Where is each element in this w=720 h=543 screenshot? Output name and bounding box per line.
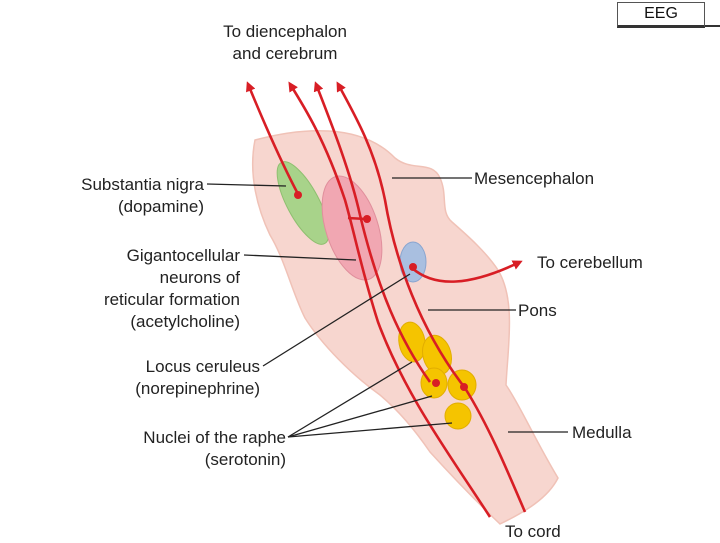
- top-label-line: To diencephalon: [223, 22, 347, 41]
- cord-label: To cord: [505, 522, 561, 541]
- giganto-line: Gigantocellular: [126, 246, 240, 265]
- cerebellum-arrow: [411, 260, 523, 283]
- raphe-label: Nuclei of the raphe (serotonin): [60, 427, 286, 471]
- mesencephalon-label: Mesencephalon: [474, 169, 595, 188]
- pons-label: Pons: [518, 301, 557, 320]
- top-label-line: and cerebrum: [232, 44, 338, 63]
- eeg-badge: EEG: [617, 2, 705, 28]
- raphe-leader-2: [287, 395, 433, 438]
- leader-lines: [206, 177, 568, 438]
- substantia-leader: [206, 183, 287, 187]
- serotonin-ascending-arrow: [336, 81, 527, 513]
- substantia-line: Substantia nigra: [81, 175, 204, 194]
- locus-ceruleus-label: Locus ceruleus (norepinephrine): [60, 356, 260, 400]
- eeg-badge-underline: [705, 25, 720, 27]
- origin-dots: [294, 191, 468, 391]
- raphe-leader-3: [287, 422, 453, 438]
- acetylcholine-pathway-arrow: [288, 81, 492, 518]
- norepinephrine-ascending-arrow: [313, 81, 432, 383]
- giganto-line: neurons of: [159, 268, 240, 287]
- locus-leader: [262, 273, 411, 367]
- origin-dot: [294, 191, 302, 199]
- locus-line: (norepinephrine): [135, 379, 260, 398]
- substantia-nigra-label: Substantia nigra (dopamine): [20, 174, 204, 218]
- raphe-line: Nuclei of the raphe: [143, 428, 286, 447]
- raphe-nucleus: [444, 402, 472, 430]
- raphe-line: (serotonin): [204, 450, 286, 469]
- origin-dot: [432, 379, 440, 387]
- cerebellum-label: To cerebellum: [537, 253, 643, 272]
- acetylcholine-branch: [347, 216, 367, 221]
- dopamine-pathway-arrow: [246, 81, 300, 195]
- origin-dot: [460, 383, 468, 391]
- substantia-line: (dopamine): [118, 197, 204, 216]
- giganto-leader: [243, 254, 357, 261]
- pathway-arrows: [246, 81, 527, 518]
- giganto-line: reticular formation: [103, 290, 240, 309]
- origin-dot: [409, 263, 417, 271]
- medulla-label: Medulla: [572, 423, 632, 442]
- top-label: To diencephalon and cerebrum: [200, 21, 370, 65]
- raphe-leader-1: [287, 361, 413, 438]
- gigantocellular-label: Gigantocellular neurons of reticular for…: [20, 245, 240, 333]
- locus-line: Locus ceruleus: [145, 357, 260, 376]
- giganto-line: (acetylcholine): [130, 312, 240, 331]
- origin-dot: [363, 215, 371, 223]
